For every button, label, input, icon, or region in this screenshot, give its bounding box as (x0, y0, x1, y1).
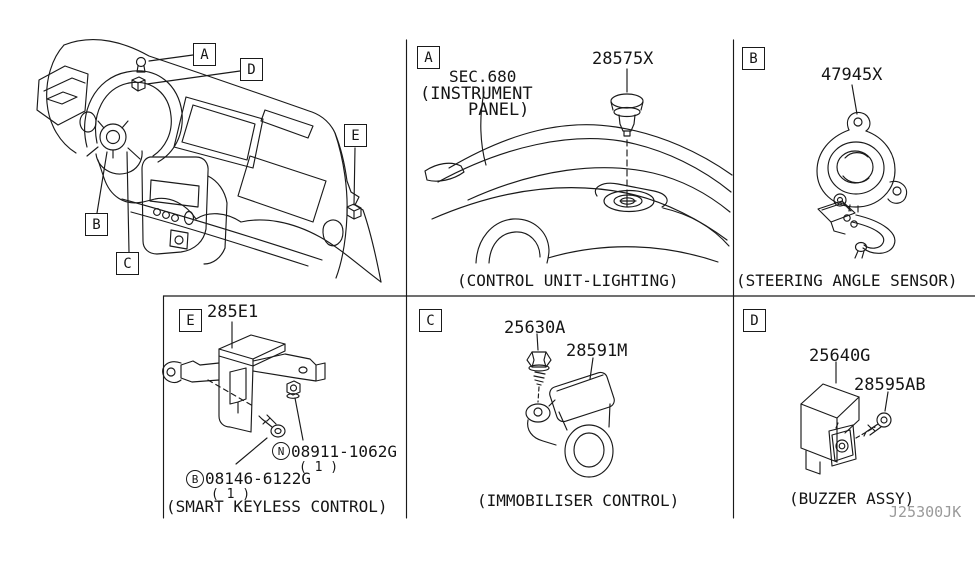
panel-e-bolt-symbol: B (186, 470, 204, 488)
panel-e-unit-part-number[interactable]: 285E1 (207, 302, 259, 322)
overview-callout-a: A (193, 43, 216, 66)
buzzer-unit-drawing (800, 383, 860, 475)
panel-d-caption: (BUZZER ASSY) (789, 489, 915, 508)
panel-a-section-note-1: (INSTRUMENT (420, 84, 533, 104)
panel-a-callout: A (417, 46, 440, 69)
panel-e-nut-quantity: ( 1 ) (299, 460, 339, 475)
keyless-unit-location-cube (346, 203, 362, 220)
panel-c-screw-part-number[interactable]: 25630A (504, 318, 566, 338)
overview-callout-d: D (240, 58, 263, 81)
panel-e-drawing (162, 321, 326, 465)
panel-e-caption: (SMART KEYLESS CONTROL) (166, 497, 388, 516)
buzzer-location-cube (131, 76, 146, 92)
panel-e-bolt-quantity: ( 1 ) (211, 487, 251, 502)
panel-divider-lines (162, 39, 975, 519)
panel-a-section-note-2: PANEL) (468, 100, 530, 120)
panel-c-drawing (525, 333, 615, 478)
lighting-clip-location (135, 56, 147, 73)
keyless-control-unit-drawing (162, 334, 326, 433)
panel-a-caption: (CONTROL UNIT-LIGHTING) (457, 271, 679, 290)
panel-a-drawing (424, 68, 733, 264)
panel-d-drawing (800, 361, 892, 475)
overview-callout-b: B (85, 213, 108, 236)
screw-drawing (526, 351, 552, 386)
bolt-drawing (258, 414, 286, 438)
panel-b-drawing (816, 84, 908, 259)
panel-d-unit-part-number[interactable]: 25640G (809, 346, 871, 366)
screw-drawing (863, 412, 892, 437)
panel-a-section-ref: SEC.680 (449, 67, 517, 86)
overview-callout-e: E (344, 124, 367, 147)
instrument-panel-overview-drawing (36, 39, 382, 283)
panel-e-bolt-part-number[interactable]: 08146-6122G (205, 469, 311, 488)
overview-callout-c: C (116, 252, 139, 275)
panel-b-callout: B (742, 47, 765, 70)
panel-d-callout: D (743, 309, 766, 332)
nut-drawing (286, 380, 301, 399)
panel-e-callout: E (179, 309, 202, 332)
panel-e-nut-symbol: N (272, 442, 290, 460)
panel-c-callout: C (419, 309, 442, 332)
panel-b-part-number[interactable]: 47945X (821, 65, 883, 85)
panel-c-unit-part-number[interactable]: 28591M (566, 341, 628, 361)
panel-e-nut-part-number[interactable]: 08911-1062G (291, 442, 397, 461)
trim-clip-drawing (610, 93, 644, 137)
panel-c-caption: (IMMOBILISER CONTROL) (477, 491, 680, 510)
overview-leader-lines (96, 54, 356, 253)
panel-d-screw-part-number[interactable]: 28595AB (854, 375, 926, 395)
diagram-code: J25300JK (889, 503, 962, 521)
immobiliser-unit-drawing (525, 371, 615, 478)
panel-b-caption: (STEERING ANGLE SENSOR) (736, 271, 958, 290)
panel-a-part-number[interactable]: 28575X (592, 49, 654, 69)
steering-angle-sensor-drawing (816, 111, 908, 259)
